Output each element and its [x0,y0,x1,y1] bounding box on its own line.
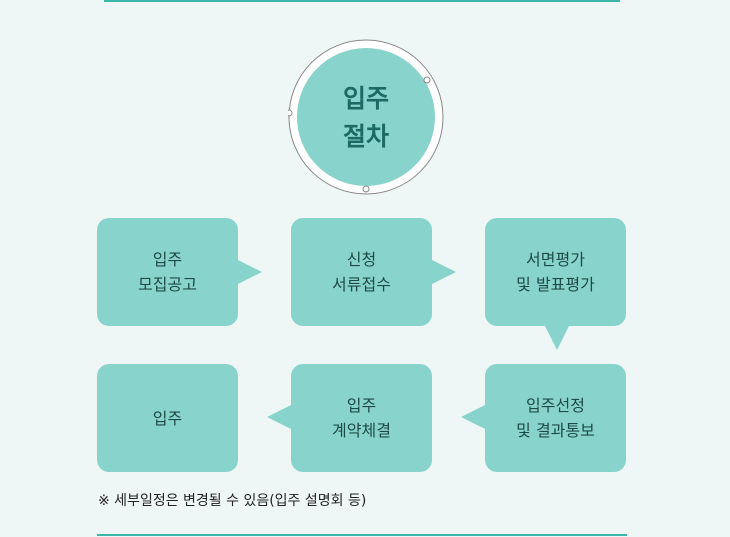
arrow-left [461,405,485,429]
step-move-in: 입주 [97,364,238,472]
title-circle [288,39,444,195]
bottom-divider [97,534,627,536]
arrow-right [238,260,262,284]
circle-node [362,185,370,193]
arrow-right [432,260,456,284]
arrow-down [545,326,569,350]
footnote: ※ 세부일정은 변경될 수 있음(입주 설명회 등) [98,493,367,509]
top-divider [104,0,620,2]
circle-node [423,76,431,84]
circle-node [288,109,293,117]
arrow-left [267,405,291,429]
